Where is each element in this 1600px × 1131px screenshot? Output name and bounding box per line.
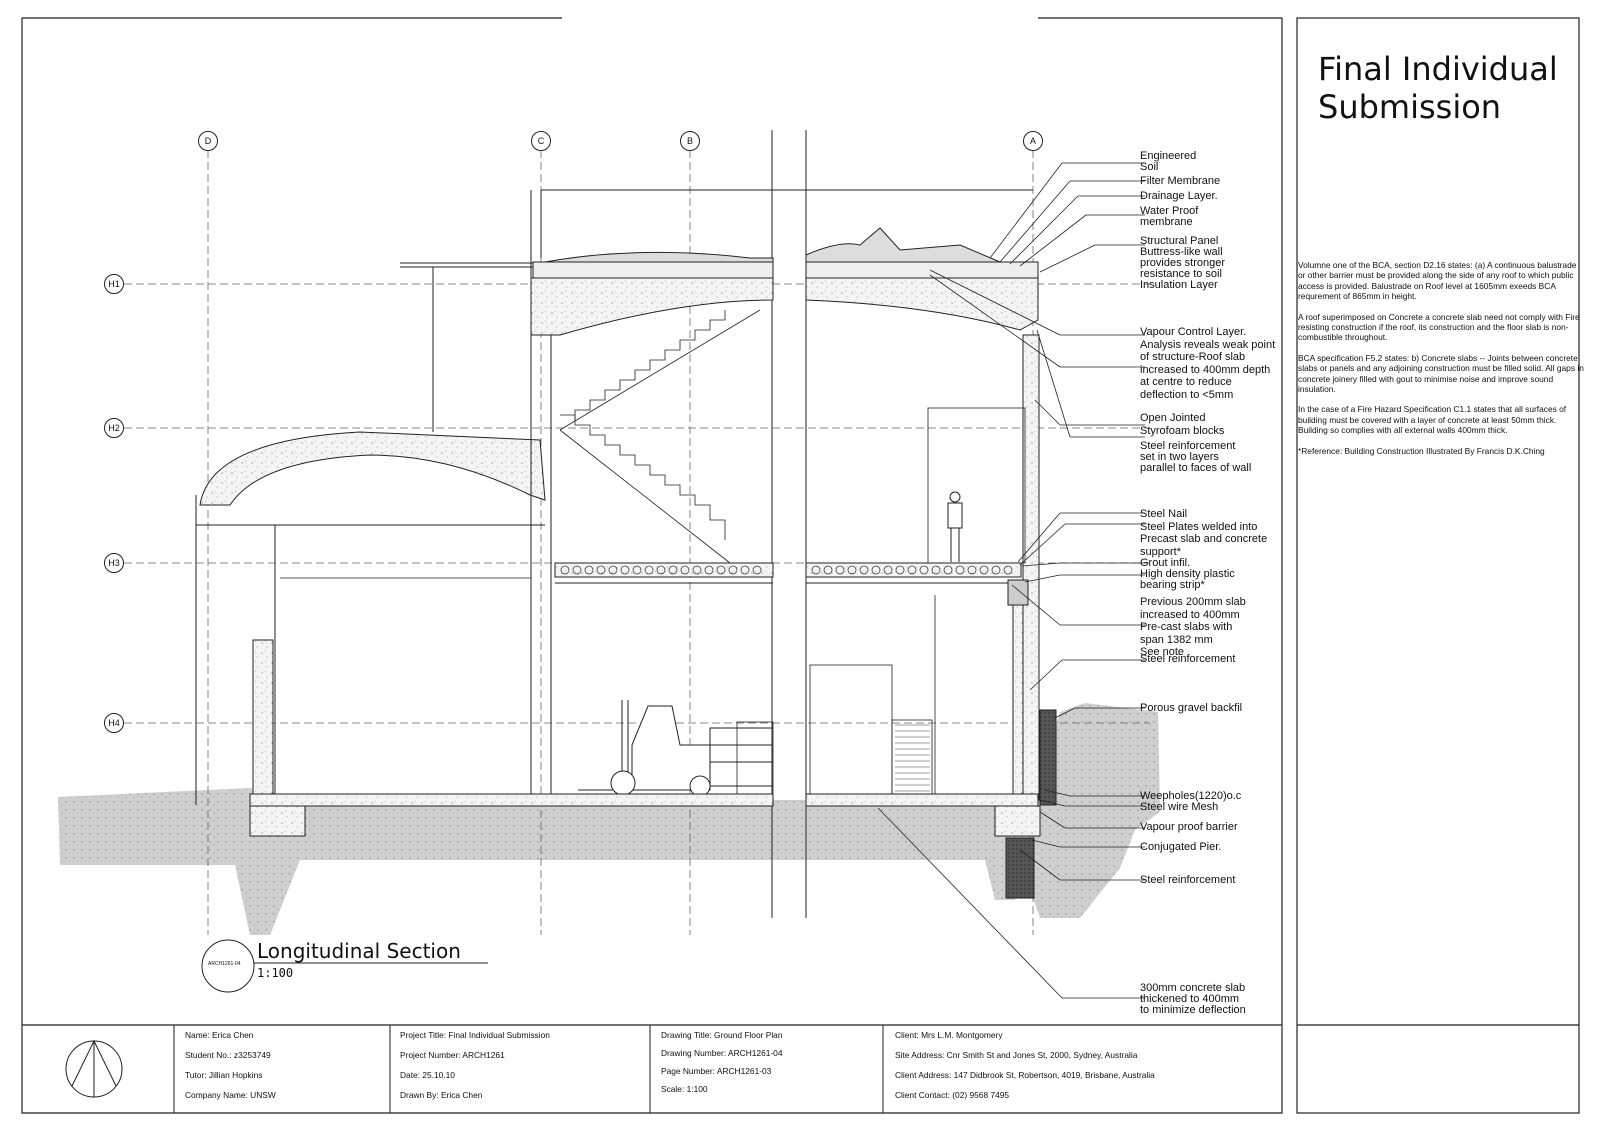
callout-previous-slab: Previous 200mm slab increased to 400mm [1140, 596, 1246, 621]
callout-vapour-proof-barrier: Vapour proof barrier [1140, 821, 1238, 833]
first-floor-slab [554, 562, 1022, 584]
tb-project-number: Project Number: ARCH1261 [400, 1050, 505, 1060]
tb-student-no: Student No.: z3253749 [185, 1050, 271, 1060]
sheet-frame [21, 17, 1580, 1114]
callout-grout-infill: Grout infil.High density plastic bearing… [1140, 557, 1235, 591]
tb-client-contact: Client Contact: (02) 9568 7495 [895, 1090, 1010, 1100]
note-paragraph: In the case of a Fire Hazard Specificati… [1298, 404, 1567, 436]
level-label-h1: H1 [104, 274, 124, 294]
break-lines [771, 130, 807, 918]
tb-drawn-by: Drawn By: Erica Chen [400, 1090, 483, 1100]
callout-steel-reinforcement-base: Steel reinforcement [1140, 874, 1236, 886]
callout-styrofoam: Open Jointed Styrofoam blocks [1140, 412, 1225, 437]
note-paragraph: A roof superimposed on Concrete a concre… [1298, 311, 1580, 343]
stair [559, 309, 761, 564]
grid-label-d: D [198, 131, 218, 151]
sheet-title: Final Individual Submission [1318, 50, 1558, 126]
note-paragraph: BCA specification F5.2 states: b) Concre… [1298, 352, 1584, 395]
tb-site-address: Site Address: Cnr Smith St and Jones St,… [895, 1050, 1138, 1060]
callout-vapour-control: Vapour Control Layer.Analysis reveals we… [1140, 326, 1276, 401]
grid-label-a: A [1023, 131, 1043, 151]
roof-slab [530, 227, 1039, 336]
ground-slab [249, 709, 1057, 899]
bca-notes: Volumne one of the BCA, section D2.16 st… [1298, 260, 1584, 466]
tb-tutor: Tutor: Jillian Hopkins [185, 1070, 263, 1080]
tb-scale: Scale: 1:100 [661, 1084, 708, 1094]
tb-page-number: Page Number: ARCH1261-03 [661, 1066, 772, 1076]
tb-drawing-number: Drawing Number: ARCH1261-04 [661, 1048, 783, 1058]
level-label-h2: H2 [104, 418, 124, 438]
forklift-icon [578, 700, 773, 797]
leader-lines [877, 162, 1145, 999]
north-arrow-icon [65, 1039, 123, 1098]
title-block-lines [173, 1025, 884, 1113]
note-paragraph: Volumne one of the BCA, section D2.16 st… [1298, 260, 1577, 302]
ground-fill [58, 703, 1160, 935]
grid-label-c: C [531, 131, 551, 151]
level-label-h4: H4 [104, 713, 124, 733]
callout-filter-membrane: Filter Membrane [1140, 175, 1221, 187]
tb-company: Company Name: UNSW [185, 1090, 276, 1100]
left-vault-roof [195, 431, 546, 805]
callout-steel-reinforcement-mid: Steel reinforcement [1140, 653, 1236, 665]
grid-label-b: B [680, 131, 700, 151]
callout-porous-gravel: Porous gravel backfil [1140, 702, 1243, 714]
tb-drawing-title: Drawing Title: Ground Floor Plan [661, 1030, 783, 1040]
canopy-arm [400, 262, 536, 432]
level-label-h3: H3 [104, 553, 124, 573]
section-code: ARCH1261-04 [208, 961, 241, 967]
section-title: Longitudinal Section [257, 939, 461, 963]
tb-name: Name: Erica Chen [185, 1030, 254, 1040]
tb-date: Date: 25.10.10 [400, 1070, 455, 1080]
callout-drainage-layer: Drainage Layer. [1140, 190, 1218, 202]
tb-project-title: Project Title: Final Individual Submissi… [400, 1030, 550, 1040]
tb-client-address: Client Address: 147 Didbrook St, Roberts… [895, 1070, 1155, 1080]
note-reference: *Reference: Building Construction Illust… [1298, 445, 1545, 456]
section-title-graphic [201, 939, 488, 993]
stair-steps-lower [895, 724, 930, 792]
section-scale: 1:100 [257, 966, 294, 980]
human-figure-icon [947, 491, 963, 562]
tb-client: Client: Mrs L.M. Montgomery [895, 1030, 1003, 1040]
callout-conjugated-pier: Conjugated Pier. [1140, 841, 1222, 853]
